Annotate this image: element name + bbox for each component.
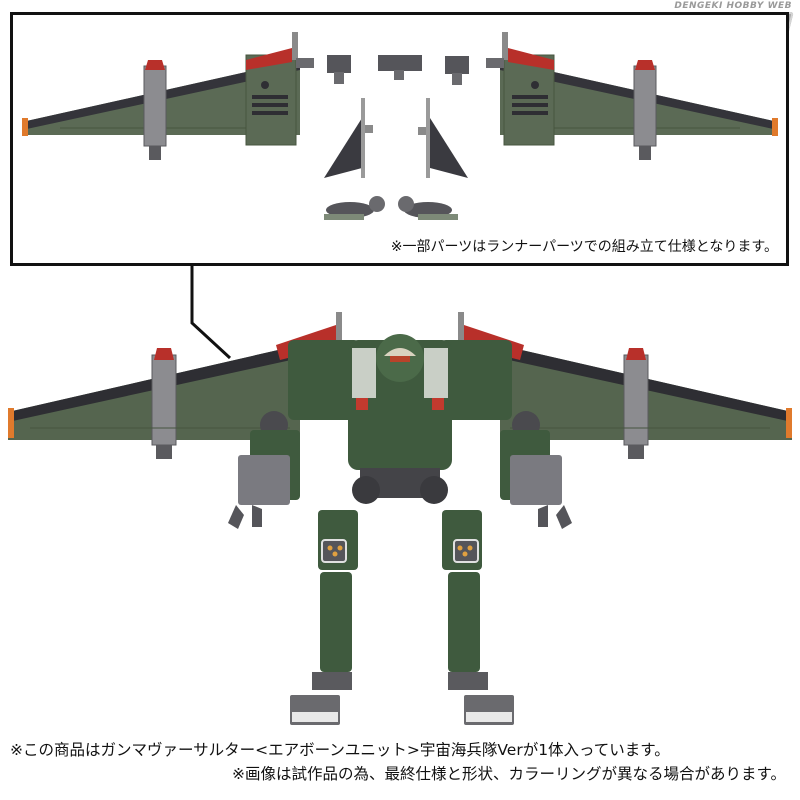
robot-right-wing <box>500 345 792 459</box>
right-leg <box>442 510 514 725</box>
left-fin-part <box>324 98 373 178</box>
right-claw-part <box>398 196 458 220</box>
right-connector-part <box>445 56 469 85</box>
left-arm <box>228 411 300 529</box>
right-arm <box>500 411 572 529</box>
left-claw-part <box>324 196 385 220</box>
right-shoulder <box>440 340 512 420</box>
left-shoulder <box>288 340 360 420</box>
left-connector-part <box>327 55 351 84</box>
logo-tagline: DENGEKI HOBBY WEB <box>674 1 792 11</box>
prototype-disclaimer-caption: ※画像は試作品の為、最終仕様と形状、カラーリングが異なる場合があります。 <box>232 765 786 783</box>
inset-parts-illustration <box>22 32 778 220</box>
robot-left-wing <box>8 345 300 459</box>
product-contents-caption: ※この商品はガンマヴァーサルター<エアボーンユニット>宇宙海兵隊Verが1体入っ… <box>10 741 670 759</box>
left-wing-part <box>22 32 314 160</box>
robot-illustration <box>8 312 792 725</box>
right-fin-part <box>418 98 468 178</box>
inset-assembly-note: ※一部パーツはランナーパーツでの組み立て仕様となります。 <box>390 239 778 255</box>
left-leg <box>290 510 358 725</box>
right-wing-part <box>486 32 778 160</box>
center-joint-part <box>378 55 422 80</box>
parts-inset-box <box>10 12 789 266</box>
